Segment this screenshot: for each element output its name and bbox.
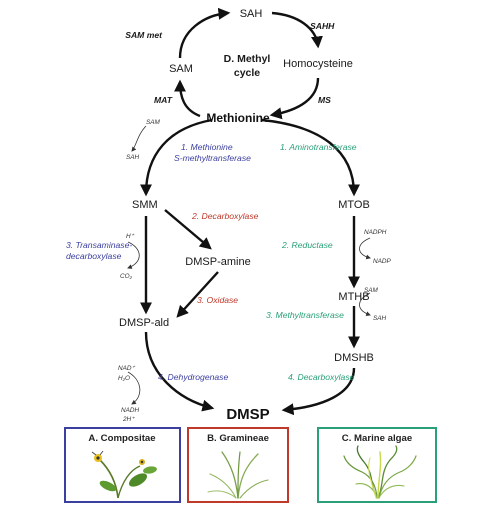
box-compositae: A. Compositae [65, 428, 180, 502]
enzyme-reductase: 2. Reductase [281, 240, 333, 250]
enzyme-decarboxylase-red: 2. Decarboxylase [191, 211, 259, 221]
enzyme-oxidase: 3. Oxidase [197, 295, 238, 305]
cofactor-nadp: NADP [373, 258, 391, 265]
cofactor-arrow-nadph-nadp [360, 238, 371, 258]
box-gramineae-label: B. Gramineae [207, 433, 269, 444]
node-smm: SMM [132, 199, 158, 211]
enzyme-ms: MS [318, 95, 331, 105]
cofactor-sam-blue: SAM [146, 119, 161, 126]
node-dmsp-amine: DMSP-amine [185, 256, 250, 268]
cofactor-h: H⁺ [126, 233, 135, 240]
box-gramineae: B. Gramineae [188, 428, 288, 502]
node-methionine: Methionine [206, 111, 270, 125]
arrow-methionine-to-sam [180, 82, 200, 116]
box-compositae-label: A. Compositae [88, 433, 155, 444]
enzyme-sahh: SAHH [310, 21, 335, 31]
node-sam: SAM [169, 63, 193, 75]
box-marine-algae: C. Marine algae [318, 428, 436, 502]
enzyme-dehydrogenase: 4. Dehydrogenase [158, 372, 228, 382]
node-dmsp-ald: DMSP-ald [119, 317, 169, 329]
enzyme-transaminase-decarboxylase-2: decarboxylase [66, 251, 122, 261]
methyl-cycle-title-1: D. Methyl [224, 53, 271, 65]
enzyme-methionine-s-methyltransferase-2: S-methyltransferase [174, 153, 251, 163]
enzyme-methionine-s-methyltransferase-1: 1. Methionine [181, 142, 233, 152]
cofactor-nad: NAD⁺ [118, 365, 135, 372]
cofactor-arrow-sam-sah-blue [132, 126, 146, 151]
cofactor-nadh: NADH [121, 407, 139, 414]
cofactor-sah-green: SAH [373, 315, 387, 322]
cofactor-sah-blue: SAH [126, 154, 140, 161]
cofactor-h2o: H₂O [118, 375, 130, 382]
enzyme-mat: MAT [154, 95, 173, 105]
cofactor-sam-green: SAM [364, 287, 379, 294]
node-sah: SAH [240, 8, 263, 20]
arrow-sam-to-sah [180, 13, 228, 58]
enzyme-aminotransferase: 1. Aminotransferase [280, 142, 357, 152]
node-mtob: MTOB [338, 199, 370, 211]
cofactor-co2: CO₂ [120, 273, 133, 280]
node-dmshb: DMSHB [334, 352, 374, 364]
node-homocysteine: Homocysteine [283, 58, 353, 70]
arrow-dmsp-amine-to-dmsp-ald [178, 272, 218, 316]
enzyme-sam-met: SAM met [125, 30, 163, 40]
arrow-dmsp-ald-to-dmsp [146, 332, 212, 408]
cofactor-nadph: NADPH [364, 229, 387, 236]
box-marine-algae-label: C. Marine algae [342, 433, 412, 444]
enzyme-transaminase-decarboxylase-1: 3. Transaminase- [66, 240, 132, 250]
methyl-cycle-title-2: cycle [234, 67, 260, 79]
arrow-homocysteine-to-methionine [272, 78, 318, 115]
enzyme-methyltransferase: 3. Methyltransferase [266, 310, 344, 320]
node-dmsp: DMSP [226, 406, 269, 423]
cofactor-2h: 2H⁺ [122, 416, 135, 423]
arrow-methionine-to-mtob [262, 120, 354, 194]
enzyme-decarboxylase-green: 4. Decarboxylase [288, 372, 355, 382]
